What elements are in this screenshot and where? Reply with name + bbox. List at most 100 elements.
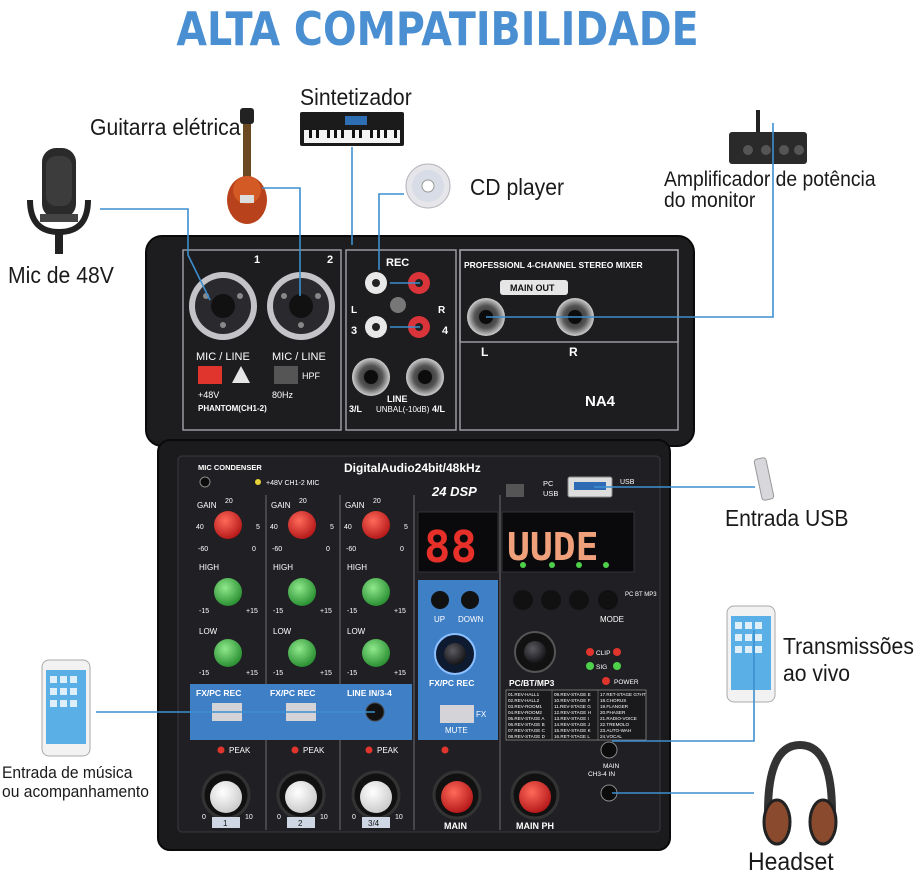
label-synth: Sintetizador [300,84,412,110]
svg-text:R: R [569,345,578,359]
svg-text:UNBAL(-10dB): UNBAL(-10dB) [376,405,430,414]
label-music-line2: ou acompanhamento [2,782,149,801]
svg-text:GAIN: GAIN [271,501,291,510]
svg-text:FX/PC REC: FX/PC REC [270,688,315,698]
preset-item: 23.AUTO-WAH [600,728,631,733]
svg-text:MIC / LINE: MIC / LINE [272,351,326,363]
svg-text:2: 2 [327,254,333,266]
label-live-line2: ao vivo [783,660,851,686]
svg-text:10: 10 [320,814,328,821]
svg-text:0: 0 [400,546,404,553]
svg-text:HIGH: HIGH [199,563,219,572]
svg-text:LINE IN/3-4: LINE IN/3-4 [347,688,392,698]
callout-lines [96,123,774,794]
guitar-icon [227,108,267,224]
svg-text:2: 2 [298,819,303,828]
amplifier-icon [729,110,807,164]
svg-text:HIGH: HIGH [273,563,293,572]
svg-text:5: 5 [256,524,260,531]
svg-text:MAIN: MAIN [603,763,620,770]
svg-text:GAIN: GAIN [197,501,217,510]
svg-text:REC: REC [386,257,409,269]
svg-text:88: 88 [424,522,477,573]
svg-text:+15: +15 [246,608,258,615]
svg-text:+15: +15 [320,670,332,677]
preset-item: 15.REV-STAGE K [554,728,592,733]
label-live-line1: Transmissões [783,633,914,659]
svg-text:MAIN OUT: MAIN OUT [510,283,555,293]
preset-item: 11.REV-STAGE G [554,704,591,709]
svg-text:PEAK: PEAK [229,746,251,755]
svg-text:+15: +15 [394,608,406,615]
svg-text:1: 1 [223,819,228,828]
label-cd-player: CD player [470,174,565,200]
label-amp-line1: Amplificador de potência [664,168,876,191]
synthesizer-icon [300,112,404,146]
preset-item: 04.REV-ROOM2 [508,710,542,715]
svg-text:-60: -60 [198,546,208,553]
preset-item: 10.REV-STAGE F [554,698,591,703]
svg-text:PHANTOM(CH1-2): PHANTOM(CH1-2) [198,404,267,413]
preset-item: 06.REV-STAGE B [508,722,545,727]
svg-text:-15: -15 [347,608,357,615]
svg-text:L: L [481,345,488,359]
svg-text:80Hz: 80Hz [272,390,294,400]
preset-item: 22.TREMOLO [600,722,630,727]
svg-text:CLIP: CLIP [596,650,610,657]
microphone-icon [27,148,91,254]
preset-item: 14.REV-STAGE J [554,722,590,727]
label-headset: Headset [748,848,834,876]
svg-text:3/L: 3/L [349,404,363,414]
xlr-jack-2 [267,272,335,340]
label-guitar: Guitarra elétrica [90,114,241,140]
svg-text:24 DSP: 24 DSP [431,484,477,499]
svg-text:MAIN: MAIN [444,821,467,831]
svg-text:40: 40 [344,524,352,531]
svg-text:3: 3 [351,325,357,337]
svg-text:USB: USB [543,489,558,498]
svg-text:MIC / LINE: MIC / LINE [196,351,250,363]
preset-item: 03.REV-ROOM1 [508,704,542,709]
svg-text:5: 5 [330,524,334,531]
page-title: ALTA COMPATIBILIDADE [176,2,699,56]
svg-text:4/L: 4/L [432,404,446,414]
svg-text:R: R [438,305,446,316]
svg-text:+15: +15 [320,608,332,615]
svg-text:MUTE: MUTE [445,726,468,735]
preset-item: 19.FLANGER [600,704,629,709]
svg-text:0: 0 [352,814,356,821]
label-music-line1: Entrada de música [2,763,133,782]
cd-icon [405,163,451,209]
svg-text:LOW: LOW [273,627,292,636]
svg-text:20: 20 [225,498,233,505]
svg-text:HPF: HPF [302,371,321,381]
svg-text:20: 20 [373,498,381,505]
preset-item: 05.REV-STAGE A [508,716,545,721]
svg-text:40: 40 [270,524,278,531]
svg-text:POWER: POWER [614,679,639,686]
preset-item: 01.REV-HALL1 [508,692,540,697]
svg-text:HIGH: HIGH [347,563,367,572]
phone-live-icon [726,605,776,703]
svg-text:+15: +15 [394,670,406,677]
svg-text:L: L [351,305,357,316]
svg-text:0: 0 [277,814,281,821]
svg-text:-60: -60 [272,546,282,553]
svg-text:1: 1 [254,254,260,266]
svg-text:+15: +15 [246,670,258,677]
preset-item: 08.REV-STAGE D [508,734,546,739]
svg-text:4: 4 [442,325,449,337]
svg-text:PEAK: PEAK [377,746,399,755]
usb-stick-icon [753,457,775,501]
svg-text:GAIN: GAIN [345,501,365,510]
svg-text:PC: PC [543,479,554,488]
svg-text:FX/PC REC: FX/PC REC [196,688,241,698]
preset-item: 02.REV-HALL2 [508,698,540,703]
preset-item: 16.RET-STAGE L [554,734,590,739]
headphones-icon [762,740,838,846]
xlr-jack-1 [189,272,257,340]
svg-text:-15: -15 [273,670,283,677]
preset-item: 24.VOCAL [600,734,622,739]
svg-text:3/4: 3/4 [368,819,380,828]
